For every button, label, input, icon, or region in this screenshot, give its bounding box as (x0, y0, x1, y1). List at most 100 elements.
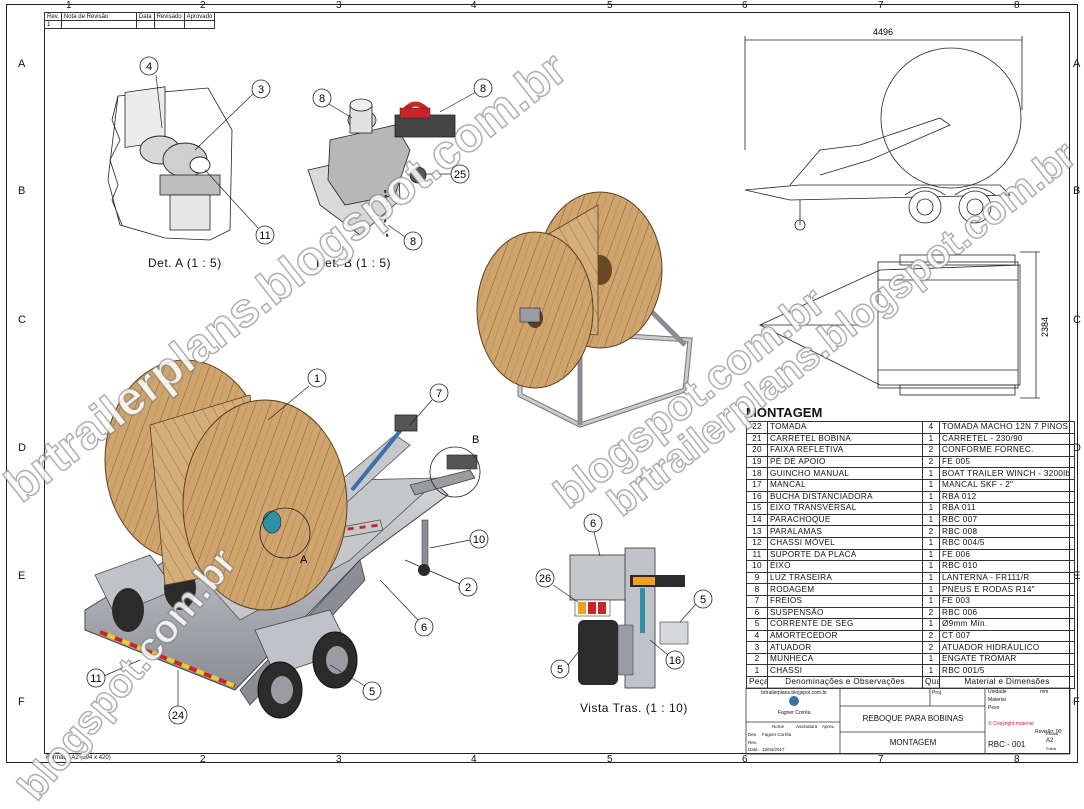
bom-cell-description: PÉ DE APOIO (767, 455, 923, 469)
bom-cell-item: 5 (746, 618, 768, 631)
dimension-width: 2384 (1040, 317, 1050, 337)
balloon-5-main (362, 681, 382, 701)
detail-b-caption: Det. B (1 : 5) (316, 256, 392, 270)
bom-cell-material: CONFORME FORNEC. (939, 444, 1075, 457)
grid-col-4-bottom: 4 (471, 754, 477, 765)
balloon-10-label: 10 (473, 534, 485, 546)
title-block-des-label: Des. (748, 732, 758, 737)
bom-cell-item: 2 (746, 652, 768, 666)
title-block-rev-label: Rev. (748, 740, 757, 745)
bom-cell-qty: 4 (922, 421, 940, 434)
bom-cell-material: RBA 012 (939, 490, 1075, 504)
revision-table: Rev. Nota de Revisão Data Revisado Aprov… (44, 12, 216, 29)
grid-row-c-right: C (1073, 314, 1081, 326)
grid-col-3-bottom: 3 (336, 754, 342, 765)
title-block-weight-label: Peso (988, 705, 1000, 711)
grid-col-7: 7 (878, 0, 884, 11)
bom-cell-qty: 1 (922, 432, 940, 446)
title-block-url: brtrailerplans.blogspot.com.br (761, 690, 827, 696)
title-block-name-label: Nome (772, 724, 785, 729)
balloon-5-rear-a-label: 5 (557, 664, 563, 676)
bom-cell-item: 15 (746, 502, 768, 515)
detail-b-view (307, 98, 456, 239)
bom-cell-material: PNEUS E RODAS R14" (939, 583, 1075, 596)
grid-row-d: D (18, 442, 26, 454)
bom-cell-material: FE 005 (939, 455, 1075, 469)
balloon-8-b1 (312, 88, 332, 108)
balloon-5-rear-a (550, 659, 570, 679)
title-block-sheet-size: A2 (1046, 738, 1054, 744)
grid-col-2: 2 (200, 0, 206, 11)
bom-cell-description: EIXO TRANSVERSAL (767, 502, 923, 515)
title-block-date-label: Data (748, 747, 758, 752)
grid-col-4: 4 (471, 0, 477, 11)
grid-row-c: C (18, 314, 26, 326)
bom-cell-material: RBC 007 (939, 513, 1075, 527)
main-trailer-view (84, 359, 481, 719)
bom-cell-qty: 1 (922, 490, 940, 504)
bom-cell-qty: 1 (922, 548, 940, 562)
balloon-6-rear-label: 6 (590, 518, 596, 530)
balloon-8-b2-label: 8 (480, 83, 486, 95)
detail-b-marker: B (472, 434, 479, 446)
bom-cell-material: LANTERNA - FR111/R (939, 571, 1075, 585)
bom-cell-material: BOAT TRAILER WINCH - 3200lb (939, 467, 1075, 480)
rear-view (569, 547, 689, 689)
bom-cell-description: MANCAL (767, 478, 923, 492)
bom-cell-qty: 1 (922, 513, 940, 527)
grid-col-6-bottom: 6 (742, 754, 748, 765)
grid-col-3: 3 (336, 0, 342, 11)
bom-cell-material: RBC 001/5 (939, 664, 1075, 678)
bom-cell-material: CT 007 (939, 629, 1075, 643)
title-block-designer: Fagner Corrêa (762, 732, 792, 737)
title-block-company: Fagner Corrêa (778, 710, 811, 716)
bom-cell-material: FE 003 (939, 594, 1075, 608)
detail-a-view (107, 86, 233, 241)
bom-cell-qty: 1 (922, 664, 940, 678)
balloon-8-b1-label: 8 (319, 93, 325, 105)
grid-col-8: 8 (1014, 0, 1020, 11)
bom-cell-item: 17 (746, 478, 768, 492)
title-block-revision: Revisão: 00 (1035, 729, 1062, 735)
bom-cell-material: RBC 008 (939, 525, 1075, 538)
bom-cell-qty: 1 (922, 478, 940, 492)
bom-cell-qty: 2 (922, 641, 940, 654)
grid-col-1: 1 (66, 0, 72, 11)
title-block-unit-label: Unidade (988, 689, 1007, 695)
bom-cell-description: CORRENTE DE SEG (767, 618, 923, 631)
bom-cell-description: CHASSI MÓVEL (767, 536, 923, 550)
detail-a-caption: Det. A (1 : 5) (148, 256, 222, 270)
title-block-unit: mm (1040, 689, 1049, 695)
detail-b-balloons: 8 8 25 8 (312, 78, 493, 251)
balloon-11-main (86, 668, 106, 688)
bom-cell-material: ATUADOR HIDRÁULICO (939, 641, 1075, 654)
bom-cell-item: 16 (746, 490, 768, 504)
bom-cell-material: RBC 006 (939, 606, 1075, 620)
grid-col-6: 6 (742, 0, 748, 11)
bom-cell-item: 22 (746, 421, 768, 434)
bom-cell-description: LUZ TRASEIRA (767, 571, 923, 585)
rear-view-caption: Vista Tras. (1 : 10) (580, 701, 688, 715)
grid-row-f: F (18, 696, 25, 708)
bom-cell-qty: 1 (922, 560, 940, 573)
balloon-5-rear-b (693, 589, 713, 609)
title-block-proj-label: Proj. (932, 690, 943, 696)
outer-frame (6, 4, 1078, 763)
balloon-6-label: 6 (421, 622, 427, 634)
title-block-lines (745, 687, 1071, 755)
bom-cell-description: TOMADA (767, 421, 923, 434)
